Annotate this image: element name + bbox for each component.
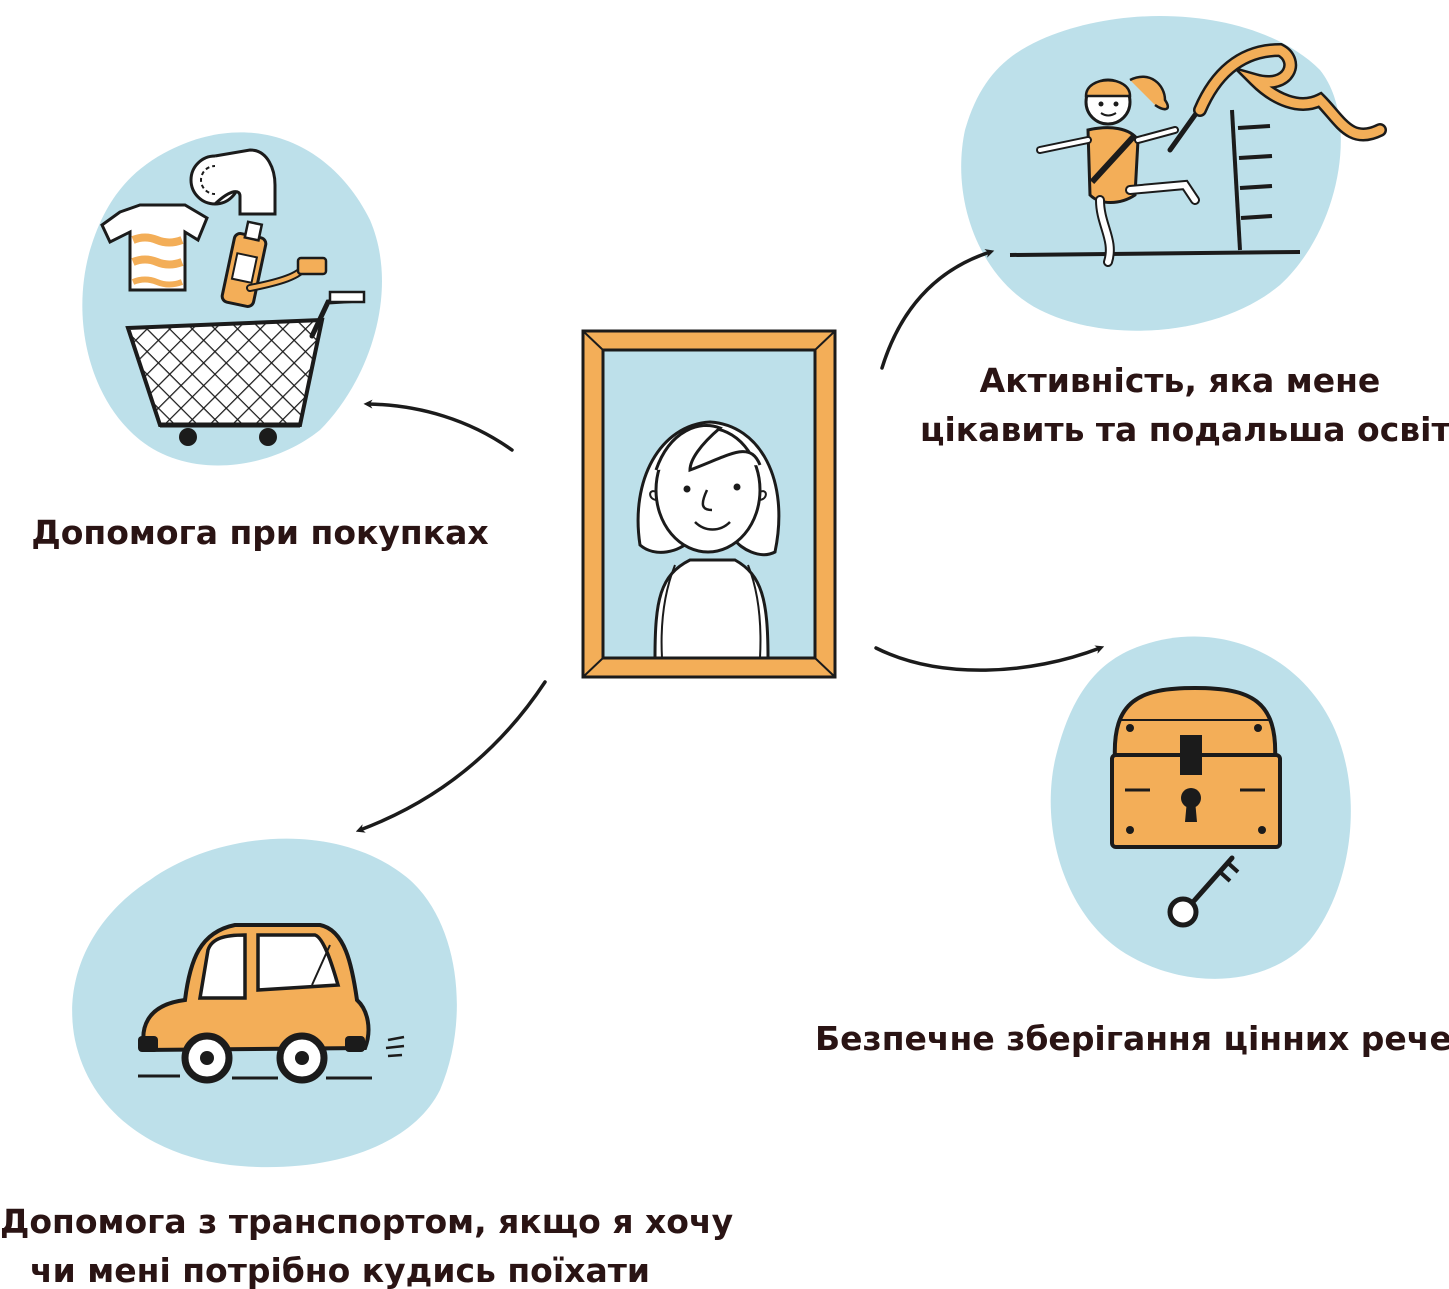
shopping-cart-icon	[100, 148, 366, 446]
caption-activity-line-2: цікавить та подальша освіта	[920, 410, 1449, 449]
caption-transport-line-1: Допомога з транспортом, якщо я хочу	[0, 1202, 734, 1241]
arrow-to-valuables	[874, 645, 1105, 672]
key-icon	[1167, 855, 1240, 928]
caption-valuables: Безпечне зберігання цінних речей	[815, 1014, 1449, 1063]
caption-activity: Активність, яка мене цікавить та подальш…	[920, 356, 1449, 454]
person-portrait-icon	[636, 420, 781, 660]
gymnast-icon	[1009, 42, 1387, 267]
caption-shopping: Допомога при покупках	[30, 508, 490, 557]
caption-valuables-line: Безпечне зберігання цінних речей	[815, 1019, 1449, 1058]
arrow-to-transport	[355, 680, 547, 833]
caption-shopping-line: Допомога при покупках	[31, 513, 489, 552]
car-icon	[138, 923, 405, 1084]
caption-transport-line-2: чи мені потрібно кудись поїхати	[30, 1251, 650, 1289]
portrait-frame	[581, 329, 837, 679]
arrow-to-shopping	[363, 399, 514, 452]
caption-activity-line-1: Активність, яка мене	[979, 361, 1381, 400]
arrow-to-activity	[880, 249, 995, 370]
caption-transport: Допомога з транспортом, якщо я хочу чи м…	[0, 1197, 734, 1289]
treasure-chest-icon	[1110, 685, 1282, 849]
